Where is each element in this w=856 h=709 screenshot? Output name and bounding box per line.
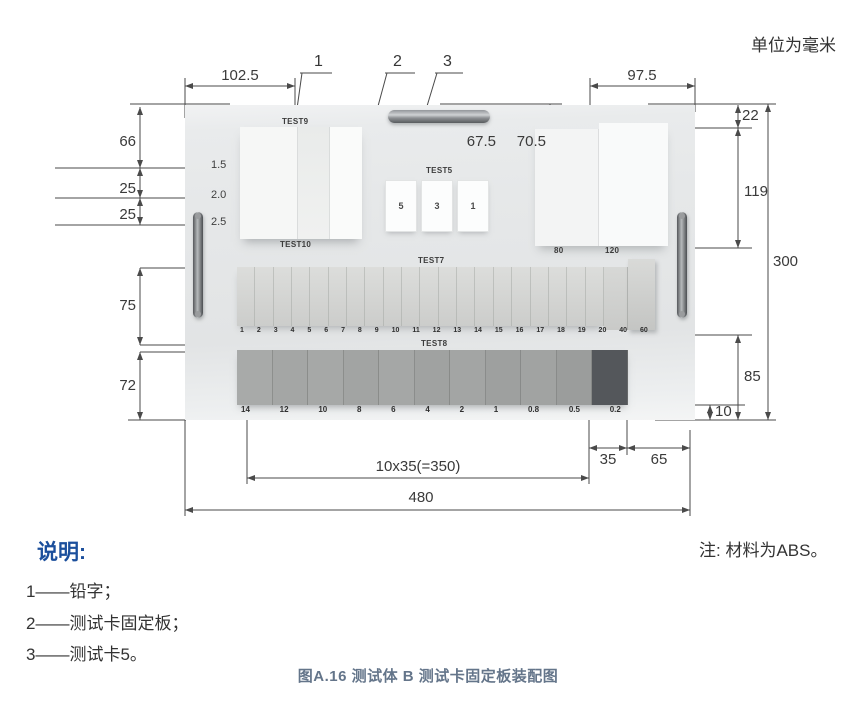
legend-item-1: 1——铅字； [26, 582, 121, 601]
block-panel [535, 129, 599, 246]
dim-67-5: 67.5 [466, 133, 496, 150]
test8-strip [237, 350, 629, 405]
figure-caption: 图A.16 测试体 B 测试卡固定板装配图 [297, 668, 559, 685]
dim-66: 66 [119, 133, 136, 150]
test5-cards: 5 3 1 [385, 180, 489, 232]
units-note: 单位为毫米 [751, 36, 836, 55]
dim-25b: 25 [119, 206, 136, 223]
dim-85: 85 [744, 368, 761, 385]
top-handle [388, 110, 490, 123]
callout-2: 2 [393, 53, 402, 70]
left-handle [193, 212, 203, 318]
dim-25a: 25 [119, 180, 136, 197]
callout-3: 3 [443, 53, 452, 70]
right-step-block [535, 123, 668, 246]
label-test10: TEST10 [280, 240, 312, 249]
dim-97-5: 97.5 [627, 67, 657, 84]
dim-119: 119 [744, 183, 768, 200]
dim-102-5: 102.5 [221, 67, 259, 84]
dim-350: 10x35(=350) [375, 458, 461, 475]
block-panel [330, 127, 362, 239]
material-note: 注: 材料为ABS。 [699, 541, 828, 560]
dim-65: 65 [650, 451, 668, 468]
test9-test10-block [240, 127, 362, 239]
label-test7: TEST7 [418, 256, 445, 265]
dim-72: 72 [119, 377, 136, 394]
legend-title: 说明: [37, 541, 86, 564]
test5-card: 3 [421, 180, 453, 232]
label-test5: TEST5 [426, 166, 453, 175]
test7-wedge-blocks [604, 259, 655, 330]
label-120: 120 [605, 246, 620, 255]
thickness-2-0: 2.0 [211, 189, 227, 201]
test5-card: 5 [385, 180, 417, 232]
block-panel [240, 127, 298, 239]
test5-card: 1 [457, 180, 489, 232]
legend-item-3: 3——测试卡5。 [26, 645, 147, 664]
block-panel [298, 127, 330, 239]
thickness-2-5: 2.5 [211, 216, 227, 228]
label-test9: TEST9 [282, 117, 309, 126]
dim-70-5: 70.5 [516, 133, 546, 150]
label-80: 80 [554, 246, 564, 255]
dim-75: 75 [119, 297, 136, 314]
dim-480: 480 [408, 489, 434, 506]
thickness-1-5: 1.5 [211, 159, 227, 171]
test7-strip [237, 267, 604, 326]
dim-35: 35 [599, 451, 617, 468]
dim-10: 10 [715, 403, 732, 420]
dim-22: 22 [742, 107, 759, 124]
callout-1: 1 [314, 53, 323, 70]
right-handle [677, 212, 687, 318]
dim-300: 300 [773, 253, 799, 270]
block-panel [599, 123, 668, 246]
label-test8: TEST8 [421, 339, 448, 348]
legend-item-2: 2——测试卡固定板； [26, 614, 189, 633]
